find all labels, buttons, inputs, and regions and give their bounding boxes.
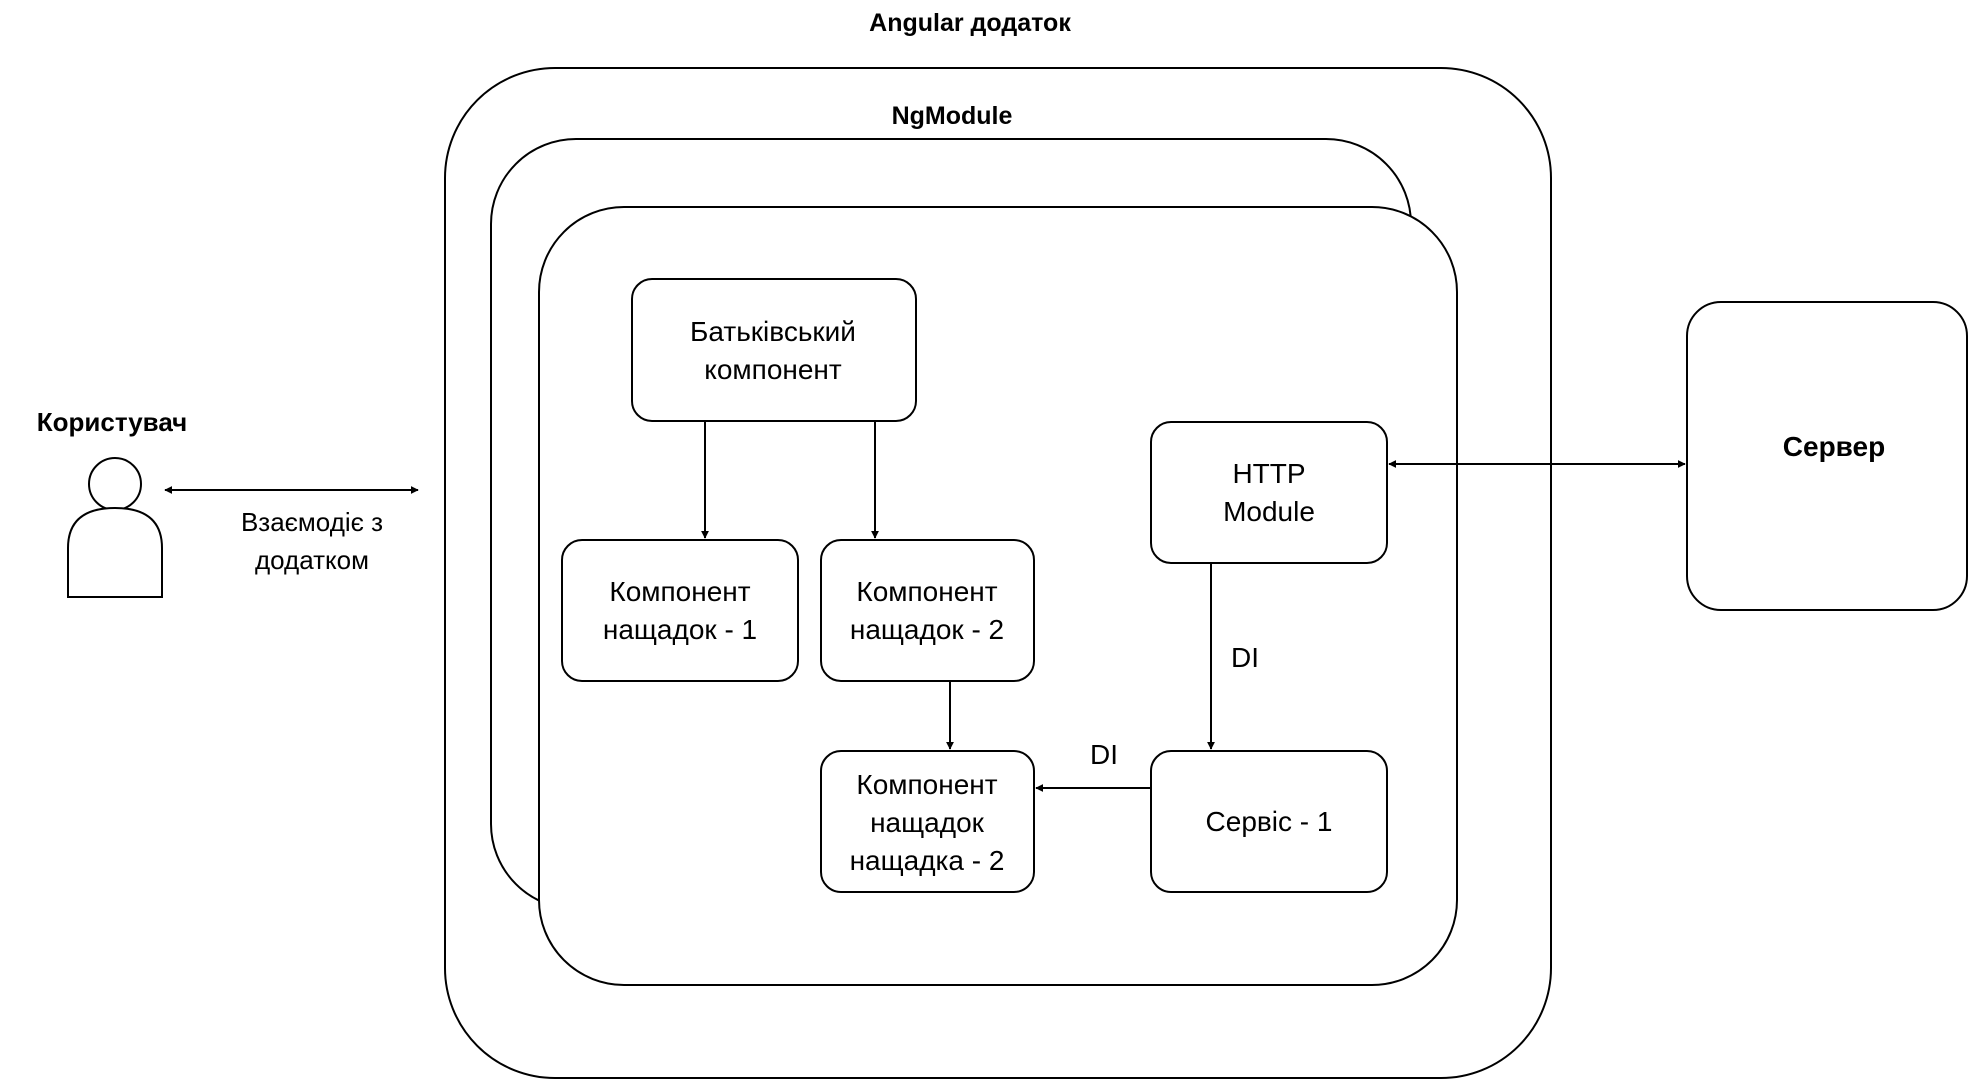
- service-1-box: [1150, 750, 1388, 893]
- parent-component-box: [631, 278, 917, 422]
- di-vertical-label: DI: [1231, 642, 1259, 673]
- user-interaction-label-line2: додатком: [255, 545, 369, 575]
- parent-component-label-line2: компонент: [704, 354, 842, 385]
- parent-component-label: Батьківський: [690, 316, 856, 347]
- grandchild-component-label: Компонент: [856, 769, 997, 800]
- angular-app-container: [444, 67, 1552, 1079]
- server-box: [1686, 301, 1968, 611]
- user-interaction-label: Взаємодіє з: [241, 507, 383, 537]
- child-component-1-box: [561, 539, 799, 682]
- app-title: Angular додаток: [869, 9, 1071, 37]
- user-actor-icon: [67, 457, 163, 598]
- di-horizontal-label: DI: [1090, 739, 1118, 770]
- child-component-2-box: [820, 539, 1035, 682]
- child-component-2-label: Компонент: [856, 576, 997, 607]
- grandchild-component-box: [820, 750, 1035, 893]
- http-module-label-line2: Module: [1223, 496, 1315, 527]
- child-component-2-label-line2: нащадок - 2: [850, 614, 1004, 645]
- grandchild-component-label-line2: нащадок: [870, 807, 985, 838]
- http-module-label: HTTP: [1232, 458, 1305, 489]
- child-component-1-label-line2: нащадок - 1: [603, 614, 757, 645]
- server-label: Сервер: [1783, 431, 1885, 462]
- ngmodule-title: NgModule: [892, 102, 1013, 130]
- http-module-box: [1150, 421, 1388, 564]
- grandchild-component-label-line3: нащадка - 2: [850, 845, 1005, 876]
- service-1-label: Сервіс - 1: [1206, 806, 1333, 837]
- child-component-1-label: Компонент: [609, 576, 750, 607]
- user-label: Користувач: [37, 407, 187, 437]
